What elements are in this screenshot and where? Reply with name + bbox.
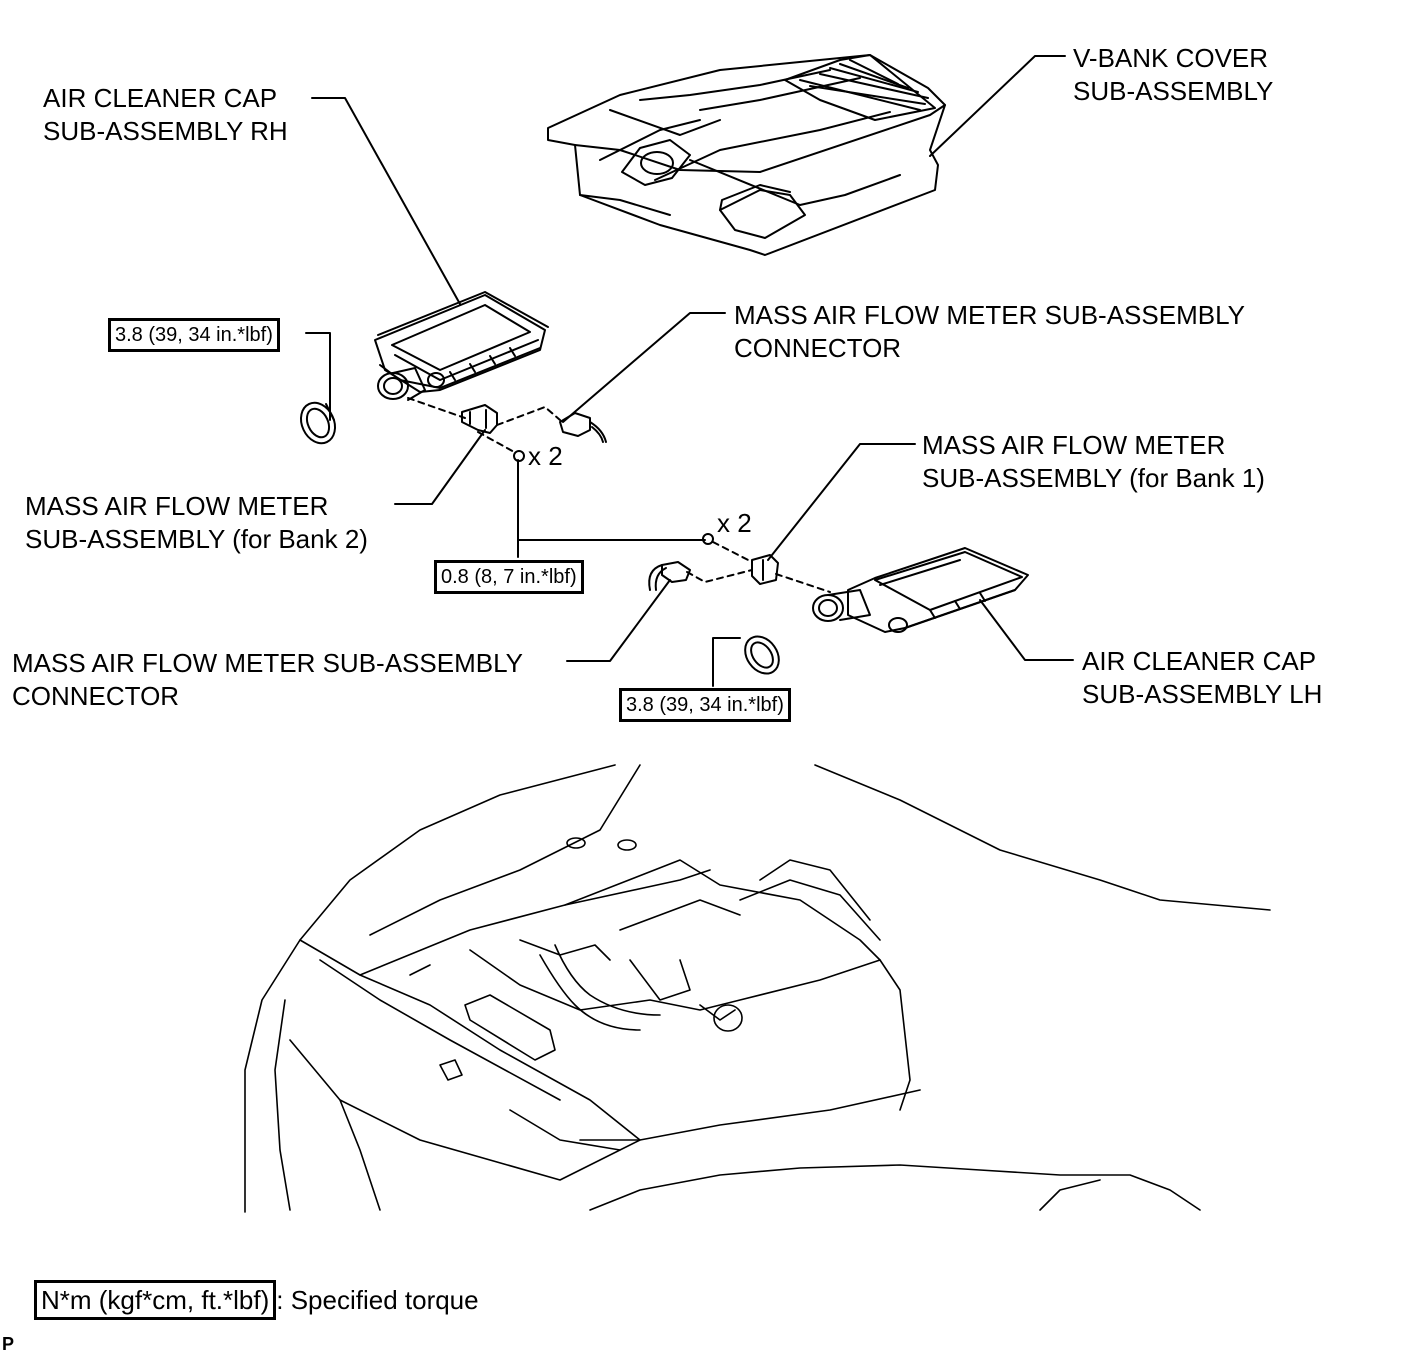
leader-torque-screws [518, 460, 705, 540]
leader-maf-bank1 [768, 444, 915, 560]
label-air-cleaner-cap-lh-line1: AIR CLEANER CAP [1082, 646, 1317, 676]
label-maf-bank1-line2: SUB-ASSEMBLY (for Bank 1) [922, 463, 1265, 493]
label-air-cleaner-cap-lh-line2: SUB-ASSEMBLY LH [1082, 679, 1323, 709]
label-maf-connector-top: MASS AIR FLOW METER SUB-ASSEMBLY CONNECT… [734, 299, 1245, 365]
legend-text: : Specified torque [276, 1285, 479, 1315]
label-v-bank-cover: V-BANK COVER SUB-ASSEMBLY [1073, 42, 1273, 108]
label-maf-bank1: MASS AIR FLOW METER SUB-ASSEMBLY (for Ba… [922, 429, 1265, 495]
dashed-assembly-lines-bank1 [687, 542, 830, 592]
air-cleaner-cap-lh-part [813, 548, 1028, 632]
screw-bank1 [703, 534, 713, 544]
label-v-bank-cover-line1: V-BANK COVER [1073, 43, 1269, 73]
mass-air-flow-meter-connector-bottom-part [649, 562, 690, 590]
corner-mark: P [2, 1334, 15, 1354]
dashed-assembly-lines-bank2 [408, 398, 560, 453]
label-maf-bank2-line1: MASS AIR FLOW METER [25, 491, 329, 521]
leader-maf-bank2 [395, 430, 485, 504]
leader-air-cleaner-rh [312, 98, 460, 304]
quantity-screws-bank1: x 2 [717, 508, 752, 538]
label-maf-connector-bottom: MASS AIR FLOW METER SUB-ASSEMBLY CONNECT… [12, 647, 523, 713]
torque-box-clamp-lh: 3.8 (39, 34 in.*lbf) [619, 688, 791, 722]
torque-legend: N*m (kgf*cm, ft.*lbf): Specified torque [34, 1280, 479, 1320]
torque-box-clamp-rh: 3.8 (39, 34 in.*lbf) [108, 318, 280, 352]
label-maf-bank1-line1: MASS AIR FLOW METER [922, 430, 1226, 460]
label-maf-connector-bottom-line1: MASS AIR FLOW METER SUB-ASSEMBLY [12, 648, 523, 678]
label-air-cleaner-cap-rh-line1: AIR CLEANER CAP [43, 83, 278, 113]
leader-torque-clamp-lh [713, 638, 740, 686]
label-maf-bank2-line2: SUB-ASSEMBLY (for Bank 2) [25, 524, 368, 554]
label-maf-connector-top-line1: MASS AIR FLOW METER SUB-ASSEMBLY [734, 300, 1245, 330]
leader-torque-clamp-rh [306, 333, 330, 420]
label-maf-connector-top-line2: CONNECTOR [734, 333, 902, 363]
leader-maf-connector-bottom [567, 580, 670, 661]
label-air-cleaner-cap-rh: AIR CLEANER CAP SUB-ASSEMBLY RH [43, 82, 288, 148]
label-maf-connector-bottom-line2: CONNECTOR [12, 681, 180, 711]
v-bank-cover-part [548, 55, 945, 255]
screw-bank2 [514, 451, 524, 461]
vehicle-engine-bay-drawing [245, 765, 1270, 1212]
label-air-cleaner-cap-lh: AIR CLEANER CAP SUB-ASSEMBLY LH [1082, 645, 1322, 711]
leader-maf-connector-top [563, 313, 725, 422]
mass-air-flow-meter-bank2-part [462, 405, 497, 433]
torque-box-screws: 0.8 (8, 7 in.*lbf) [434, 560, 584, 594]
legend-torque-box: N*m (kgf*cm, ft.*lbf) [34, 1280, 277, 1320]
hose-clamp-rh [295, 397, 342, 449]
air-cleaner-cap-rh-part [375, 292, 548, 400]
label-maf-bank2: MASS AIR FLOW METER SUB-ASSEMBLY (for Ba… [25, 490, 368, 556]
hose-clamp-lh [738, 630, 786, 680]
leader-v-bank-cover [930, 56, 1065, 156]
mass-air-flow-meter-bank1-part [752, 555, 778, 584]
label-air-cleaner-cap-rh-line2: SUB-ASSEMBLY RH [43, 116, 288, 146]
quantity-screws-bank2: x 2 [528, 441, 563, 471]
leader-air-cleaner-lh [980, 600, 1073, 660]
label-v-bank-cover-line2: SUB-ASSEMBLY [1073, 76, 1274, 106]
